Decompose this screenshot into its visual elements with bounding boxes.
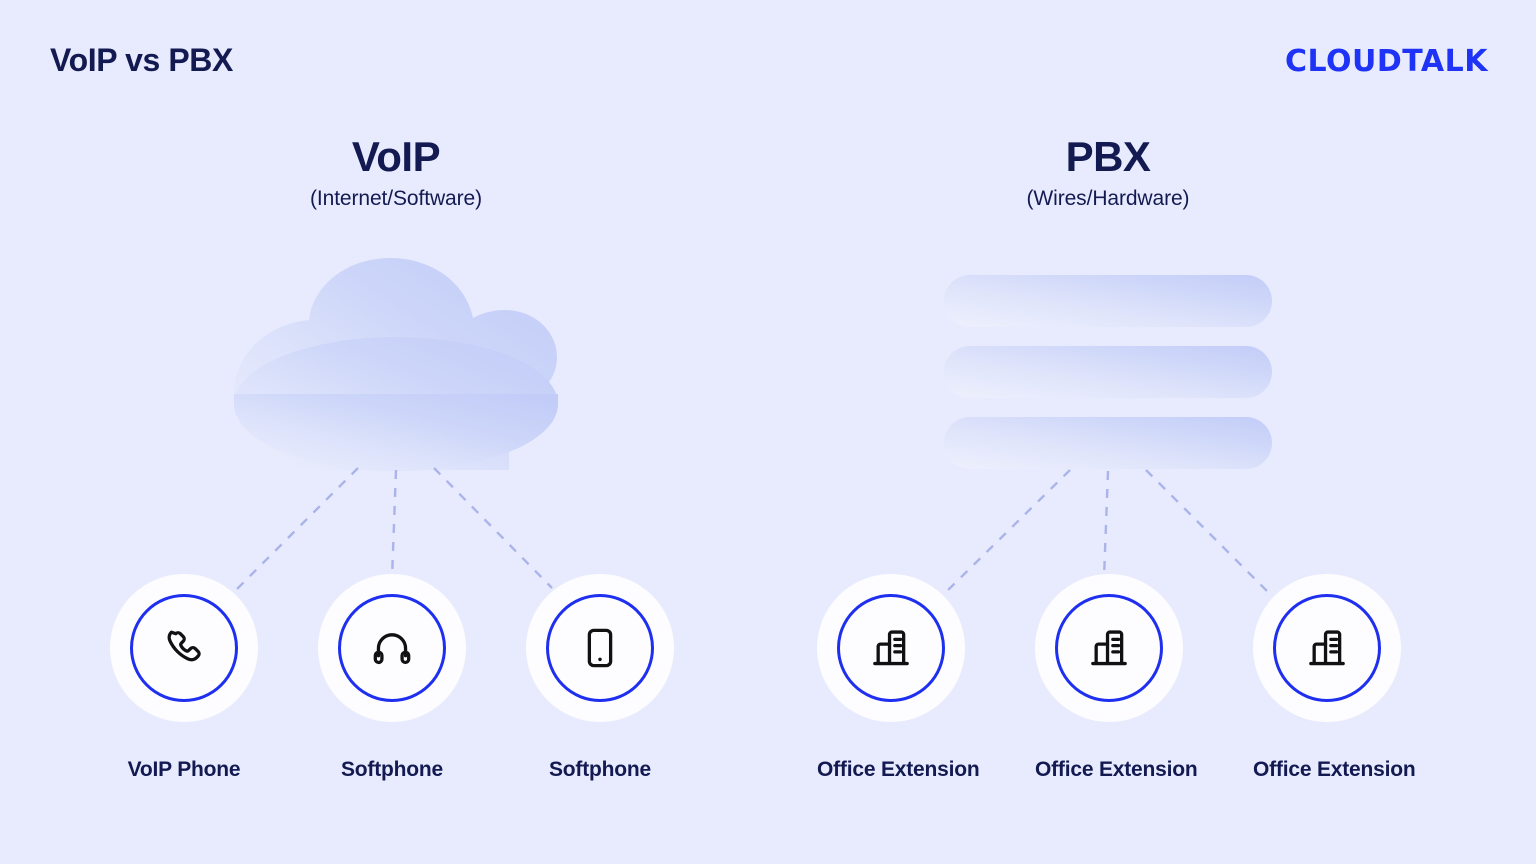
node-ring <box>1055 594 1163 702</box>
office-building-icon <box>1091 630 1127 666</box>
office-building-icon <box>1309 630 1345 666</box>
headset-icon <box>373 633 411 665</box>
node-label: Softphone <box>340 758 443 781</box>
node-disc <box>817 574 965 722</box>
node-voip-phone[interactable]: VoIP Phone <box>110 574 258 782</box>
connector-lines-voip <box>235 467 553 591</box>
node-ring <box>1273 594 1381 702</box>
office-building-icon <box>873 630 909 666</box>
node-ring <box>130 594 238 702</box>
node-label: Softphone <box>548 758 651 781</box>
node-office-extension-1[interactable]: Office Extension <box>817 574 980 782</box>
node-disc <box>318 574 466 722</box>
node-ring <box>546 594 654 702</box>
node-label: Office Extension <box>1253 758 1416 781</box>
node-softphone-mobile[interactable]: Softphone <box>526 574 674 782</box>
node-disc <box>110 574 258 722</box>
node-ring <box>338 594 446 702</box>
node-disc <box>1253 574 1401 722</box>
cloud-hub-icon <box>234 258 558 471</box>
node-disc <box>1035 574 1183 722</box>
node-ring <box>837 594 945 702</box>
column-title-pbx: PBX <box>1065 133 1151 180</box>
column-subtitle-voip: (Internet/Software) <box>309 187 482 211</box>
node-office-extension-2[interactable]: Office Extension <box>1035 574 1198 782</box>
smartphone-icon <box>587 628 613 668</box>
node-label: Office Extension <box>817 758 980 781</box>
server-rack-hub-icon <box>944 275 1272 469</box>
node-office-extension-3[interactable]: Office Extension <box>1253 574 1416 782</box>
column-subtitle-pbx: (Wires/Hardware) <box>1026 187 1190 211</box>
phone-handset-icon <box>167 630 201 662</box>
page-title: VoIP vs PBX <box>50 42 233 78</box>
node-softphone-headset[interactable]: Softphone <box>318 574 466 782</box>
node-label: VoIP Phone <box>127 758 241 781</box>
node-label: Office Extension <box>1035 758 1198 781</box>
column-title-voip: VoIP <box>351 133 441 180</box>
column-heading-pbx: PBX (Wires/Hardware) <box>858 133 1358 211</box>
cloudtalk-logo: CLOUDTALK <box>1284 44 1488 79</box>
column-heading-voip: VoIP (Internet/Software) <box>146 133 646 211</box>
node-disc <box>526 574 674 722</box>
